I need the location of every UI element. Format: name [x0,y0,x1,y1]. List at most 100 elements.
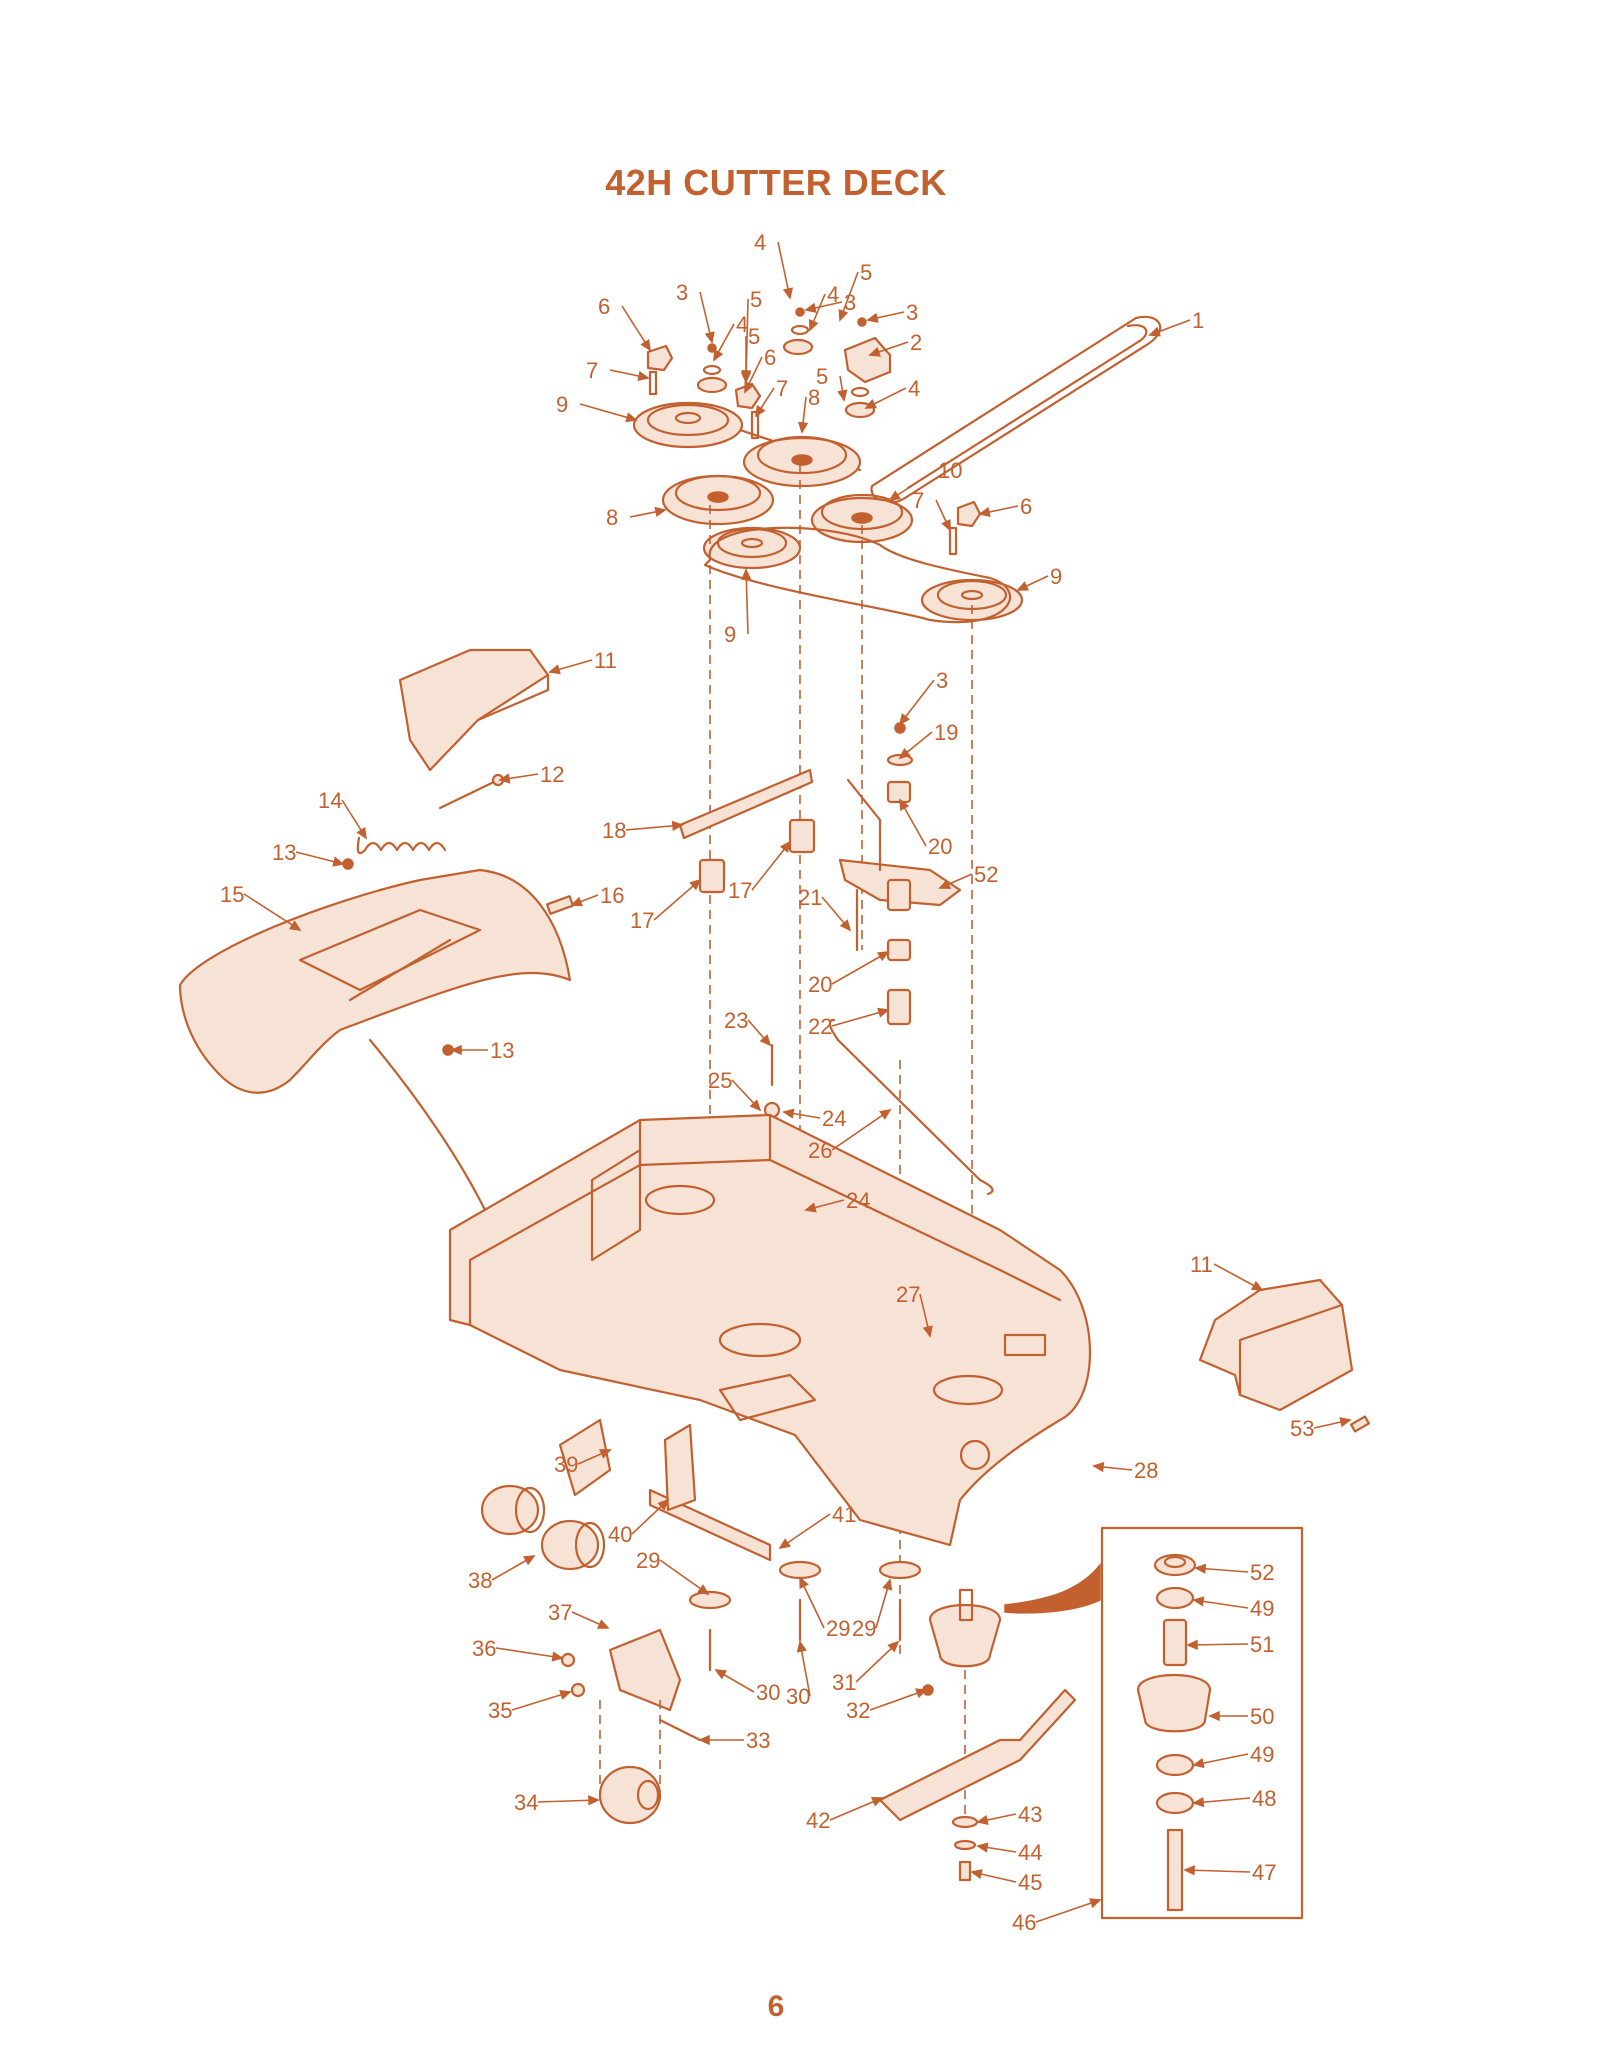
callout-arrowhead [778,1538,791,1550]
callout-arrowhead [882,1578,893,1591]
belt-cover-11-right [1198,1278,1354,1412]
callout-arrowhead [868,346,881,357]
callout-c17b: 17 [728,840,792,903]
callout-arrowhead [976,1814,989,1826]
callout-c51: 51 [1186,1632,1274,1657]
callout-number: 30 [756,1680,780,1705]
callout-arrowhead [978,506,991,518]
callout-arrowhead [740,372,752,384]
callout-c3b: 3 [804,290,856,315]
callout-arrowhead [640,339,651,352]
callout-arrowhead [755,405,766,418]
callout-number: 22 [808,1014,832,1039]
callout-number: 4 [754,230,766,255]
callout-number: 32 [846,1698,870,1723]
callout-number: 28 [1134,1458,1158,1483]
callout-arrowhead [970,1869,983,1880]
callout-arrowhead [1186,1639,1198,1650]
callout-arrowhead [915,1688,928,1699]
callout-number: 48 [1252,1786,1276,1811]
callout-leader [659,1559,709,1595]
callout-number: 6 [1020,494,1032,519]
callout-number: 5 [860,260,872,285]
callout-number: 25 [708,1068,732,1093]
idler-arm-18 [678,768,814,840]
callout-leader [869,1689,927,1711]
tension-spring-26 [828,1018,994,1196]
callout-number: 29 [636,1548,660,1573]
callout-number: 51 [1250,1632,1274,1657]
callout-c41: 41 [778,1502,856,1550]
spacers-17 [698,818,816,894]
callout-c14: 14 [318,788,367,840]
callout-number: 8 [606,505,618,530]
callout-leader [537,1799,599,1803]
callout-arrowhead [1194,1563,1207,1574]
callout-c6b: 6 [744,345,776,394]
callout-arrowhead [941,518,951,532]
callout-c34: 34 [514,1790,600,1815]
callout-c3a: 3 [676,280,715,344]
callout-number: 23 [724,1008,748,1033]
callout-number: 3 [844,290,856,315]
callout-leader [831,951,889,985]
spindle-assembly [928,1588,1002,1820]
callout-c6a: 6 [598,294,651,352]
callout-arrowhead [498,773,511,784]
callout-leader [1187,1643,1249,1646]
callout-c48: 48 [1192,1786,1276,1811]
callout-c35: 35 [488,1689,572,1723]
callout-leader [779,1513,831,1549]
callout-arrowhead [697,1584,710,1596]
callout-arrowhead [637,370,650,382]
callout-number: 46 [1012,1910,1036,1935]
callout-arrowhead [1092,1461,1105,1473]
callout-number: 7 [586,358,598,383]
callout-arrowhead [866,312,879,323]
callout-arrowhead [450,1044,462,1056]
callout-c4c: 4 [808,282,839,332]
callout-number: 30 [786,1684,810,1709]
callout-c21: 21 [798,885,852,932]
rollers-38 [480,1484,606,1571]
callout-number: 31 [832,1670,856,1695]
callout-number: 43 [1018,1802,1042,1827]
callout-c7b: 7 [755,376,788,418]
bolts-30-31 [708,1598,934,1696]
callout-number: 34 [514,1790,538,1815]
callout-arrowhead [570,896,583,907]
callout-c5b: 5 [740,324,760,384]
callout-leader [243,893,301,931]
chute-fasteners [342,858,575,1056]
callout-number: 29 [852,1616,876,1641]
callout-arrowhead [1183,1865,1195,1876]
callout-arrowhead [657,1498,670,1511]
page-title: 42H CUTTER DECK [605,162,947,203]
callout-c43: 43 [976,1802,1042,1827]
callout-c7a: 7 [586,358,650,383]
callout-number: 13 [490,1038,514,1063]
callout-arrowhead [522,1555,536,1566]
callout-c8a: 8 [797,385,820,434]
callout-leader [1184,1869,1251,1873]
callout-c2: 2 [868,330,922,357]
callout-arrowhead [887,1640,900,1653]
callout-c52b: 52 [938,862,998,889]
callout-number: 20 [808,972,832,997]
callout-arrowhead [559,1689,572,1700]
callout-arrowhead [588,1795,600,1806]
callout-c16: 16 [570,883,624,908]
callout-number: 35 [488,1698,512,1723]
callout-c11b: 11 [1190,1252,1264,1291]
callout-number: 27 [896,1282,920,1307]
callout-c13a: 13 [272,840,345,867]
pulley-9-bottom [702,526,802,570]
callout-arrowhead [799,1576,809,1590]
caster-wheel-34-37 [560,1628,702,1825]
callout-number: 49 [1250,1596,1274,1621]
callout-arrowhead [749,1099,762,1112]
callout-c12: 12 [498,762,564,787]
callout-c27: 27 [896,1282,933,1338]
